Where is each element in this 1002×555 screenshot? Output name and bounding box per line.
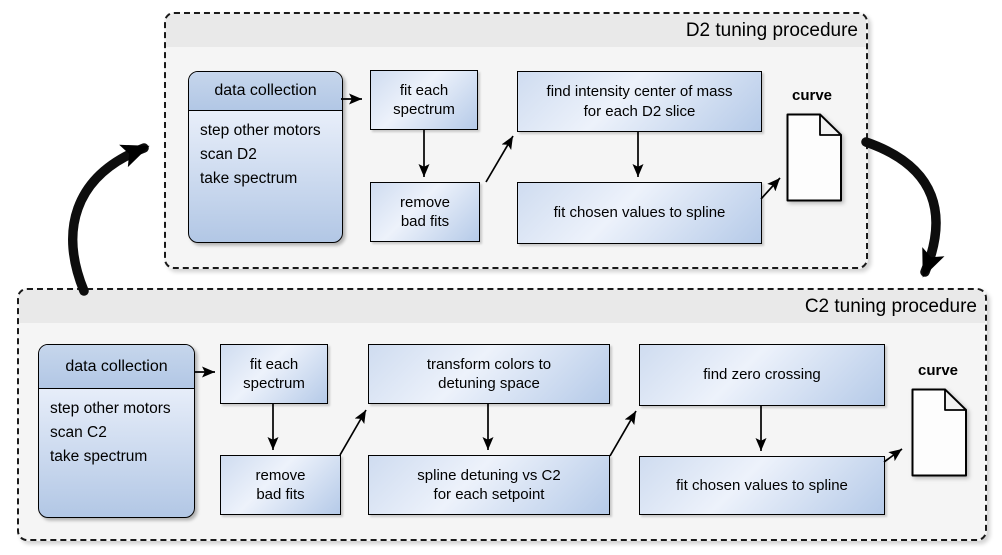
d2-fit-chosen-box: fit chosen values to spline (517, 182, 762, 244)
c2-transform-colors-box: transform colors to detuning space (368, 344, 610, 404)
d2-curve-label: curve (791, 87, 833, 104)
c2-spline-detuning-box: spline detuning vs C2 for each setpoint (368, 455, 610, 515)
c2-data-collection-body: step other motors scan C2 take spectrum (50, 400, 171, 466)
c2-title: C2 tuning procedure (804, 296, 977, 317)
c2-remove-bad-fits-box: remove bad fits (220, 455, 341, 515)
d2-title-strip (166, 14, 866, 47)
d2-find-intensity-box: find intensity center of mass for each D… (517, 71, 762, 132)
d2-data-collection-body: step other motors scan D2 take spectrum (200, 122, 321, 188)
c2-curve-document-icon (911, 388, 967, 477)
c2-data-collection-box: data collection step other motors scan C… (38, 344, 195, 518)
c2-find-zero-crossing-box: find zero crossing (639, 344, 885, 406)
arrow-c2-to-d2-loop (68, 143, 150, 296)
c2-curve-label: curve (917, 362, 959, 379)
d2-fit-each-spectrum-box: fit each spectrum (370, 70, 478, 130)
arrow-d2-to-c2-loop (861, 137, 945, 278)
c2-data-collection-header: data collection (39, 345, 194, 389)
c2-title-strip (19, 290, 985, 323)
d2-data-collection-box: data collection step other motors scan D… (188, 71, 343, 243)
d2-remove-bad-fits-box: remove bad fits (370, 182, 480, 242)
c2-fit-chosen-box: fit chosen values to spline (639, 456, 885, 515)
d2-curve-document-icon (786, 113, 842, 202)
d2-title: D2 tuning procedure (685, 20, 858, 41)
c2-fit-each-spectrum-box: fit each spectrum (220, 344, 328, 404)
d2-data-collection-header: data collection (189, 72, 342, 111)
